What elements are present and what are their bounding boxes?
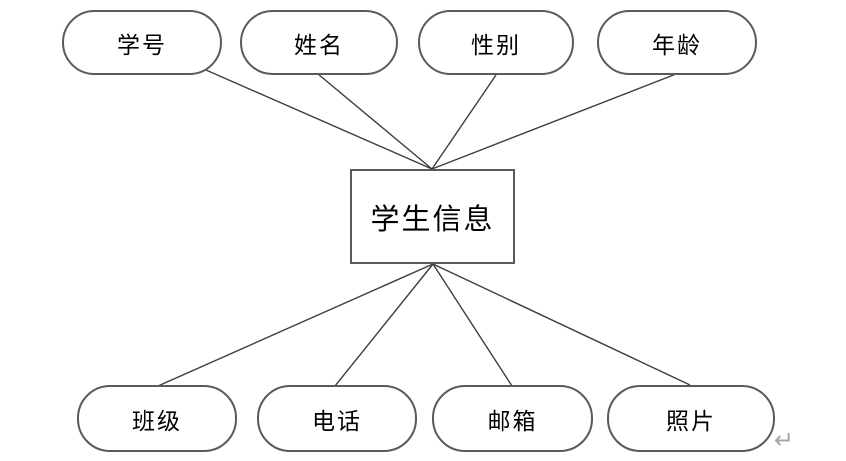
attribute-oval-email: 邮箱 <box>432 385 593 452</box>
attribute-oval-age: 年龄 <box>597 10 757 75</box>
attribute-oval-name: 姓名 <box>240 10 398 75</box>
attribute-oval-class: 班级 <box>77 385 237 452</box>
attribute-oval-student-id: 学号 <box>62 10 222 75</box>
paragraph-return-icon: ↵ <box>773 426 795 454</box>
connector-xingbie <box>431 74 497 170</box>
attribute-oval-gender: 性别 <box>418 10 574 75</box>
entity-box-student-info: 学生信息 <box>350 169 515 264</box>
connector-zhaopian <box>432 263 691 386</box>
connector-youxiang <box>432 263 513 387</box>
connector-xingming <box>317 73 433 170</box>
attribute-oval-phone: 电话 <box>257 385 417 452</box>
connector-nianling <box>431 73 677 170</box>
connector-banji <box>157 263 434 387</box>
connector-dianhua <box>334 263 434 387</box>
connector-xuehao <box>205 69 433 170</box>
attribute-oval-photo: 照片 <box>607 385 775 452</box>
